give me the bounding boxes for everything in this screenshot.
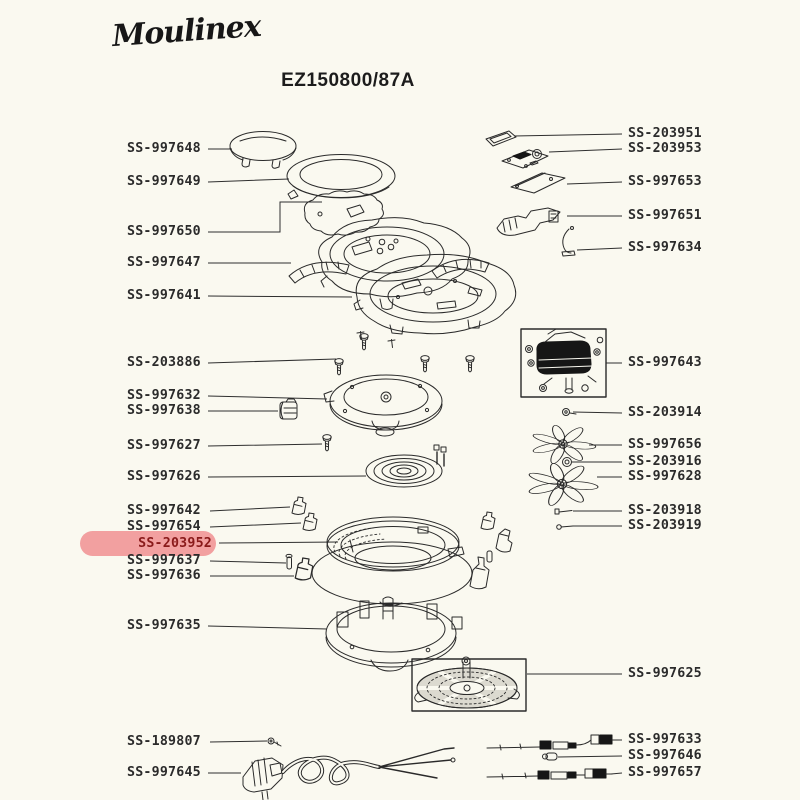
part-label-ss-997625: SS-997625	[628, 666, 702, 681]
pot-assembly-drawing	[311, 516, 473, 607]
pot-right-clips-drawing	[469, 511, 513, 590]
part-label-ss-997647: SS-997647	[127, 255, 201, 270]
screw-203914-drawing	[562, 408, 577, 416]
part-label-ss-997638: SS-997638	[127, 403, 201, 418]
part-label-ss-997645: SS-997645	[127, 765, 201, 780]
highlighted-label-pill[interactable]: SS-203952	[80, 531, 216, 556]
fixing-screws-drawing	[334, 333, 475, 376]
part-label-ss-997650: SS-997650	[127, 224, 201, 239]
part-label-ss-997656: SS-997656	[628, 437, 702, 452]
part-label-ss-203914: SS-203914	[628, 405, 702, 420]
gasket-sheet-drawing	[510, 172, 566, 194]
part-label-ss-997648: SS-997648	[127, 141, 201, 156]
part-label-ss-203951: SS-203951	[628, 126, 702, 141]
part-label-ss-997628: SS-997628	[628, 469, 702, 484]
clip-997654-drawing	[302, 512, 318, 531]
part-label-ss-997634: SS-997634	[628, 240, 702, 255]
part-label-ss-997651: SS-997651	[628, 208, 702, 223]
part-label-ss-997635: SS-997635	[127, 618, 201, 633]
part-label-ss-203918: SS-203918	[628, 503, 702, 518]
part-label-ss-203919: SS-203919	[628, 518, 702, 533]
part-label-ss-203916: SS-203916	[628, 454, 702, 469]
main-body-drawing	[353, 253, 517, 348]
part-label-ss-203886: SS-203886	[127, 355, 201, 370]
window-frame-drawing	[485, 130, 517, 147]
pin-203919-drawing	[556, 524, 574, 530]
motor-assembly-drawing	[520, 328, 607, 398]
seal-plate-drawing	[303, 190, 384, 236]
thermal-probe-drawing	[561, 226, 576, 257]
part-label-ss-997636: SS-997636	[127, 568, 201, 583]
reflector-dish-drawing	[323, 374, 443, 437]
part-label-ss-997637: SS-997637	[127, 553, 201, 568]
screw-189807-drawing	[267, 737, 282, 747]
heating-coil-drawing	[365, 444, 447, 488]
top-housing-drawing	[318, 217, 471, 310]
pin-997637-drawing	[285, 553, 293, 570]
part-label-ss-997646: SS-997646	[628, 748, 702, 763]
base-ring-drawing	[325, 596, 463, 672]
part-label-ss-203953: SS-203953	[628, 141, 702, 156]
diagram-title: EZ150800/87A	[281, 70, 415, 91]
pin-203918-drawing	[554, 508, 573, 515]
part-label-ss-189807: SS-189807	[127, 734, 201, 749]
wire-harness-633-drawing	[486, 734, 619, 751]
component-block-drawing	[279, 398, 298, 420]
lid-disc-drawing	[229, 131, 297, 169]
connector-646-drawing	[542, 752, 558, 761]
part-label-ss-997643: SS-997643	[628, 355, 702, 370]
screw-997627-drawing	[322, 434, 332, 452]
lid-ring-drawing	[286, 154, 396, 200]
support-bracket-drawing	[496, 207, 561, 236]
part-label-ss-997632: SS-997632	[127, 388, 201, 403]
wire-harness-657-drawing	[486, 768, 613, 780]
part-label-ss-997654: SS-997654	[127, 519, 201, 534]
handle-strips-drawing	[288, 258, 490, 284]
part-label-ss-997653: SS-997653	[628, 174, 702, 189]
clip-997636-drawing	[294, 557, 314, 581]
fan-nut-drawing	[562, 457, 572, 467]
fan-blade-2-drawing	[526, 462, 600, 508]
part-label-ss-997626: SS-997626	[127, 469, 201, 484]
leader-lines	[207, 133, 623, 775]
grill-plate-drawing	[411, 656, 527, 712]
power-cord-drawing	[242, 747, 456, 800]
clip-997642-drawing	[291, 496, 307, 515]
part-label-ss-997633: SS-997633	[628, 732, 702, 747]
part-label-ss-997649: SS-997649	[127, 174, 201, 189]
part-label-ss-997642: SS-997642	[127, 503, 201, 518]
part-label-ss-997657: SS-997657	[628, 765, 702, 780]
part-label-ss-997641: SS-997641	[127, 288, 201, 303]
pcb-module-drawing	[501, 149, 549, 169]
part-label-ss-997627: SS-997627	[127, 438, 201, 453]
